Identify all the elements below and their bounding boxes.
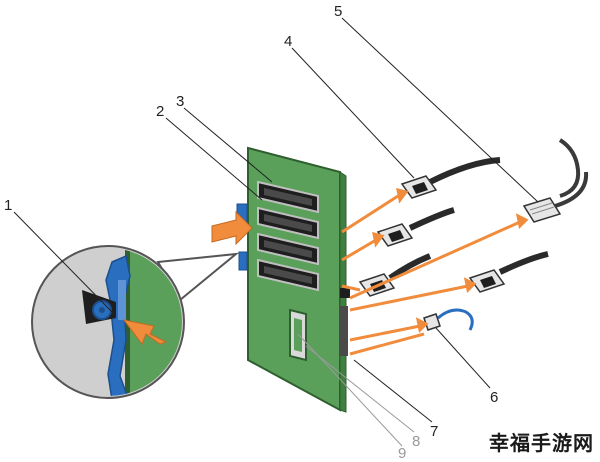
power-cable-5: [522, 138, 589, 223]
callout-8: 8: [412, 433, 420, 450]
callout-2: 2: [156, 103, 164, 120]
insertion-arrow: [211, 210, 253, 246]
callout-4: 4: [284, 33, 292, 50]
drive-connector-slots: [257, 180, 319, 292]
leader-lines-light: [297, 333, 415, 447]
callout-7: 7: [430, 423, 438, 440]
callout-3: 3: [176, 93, 184, 110]
sas-cable-4: [400, 157, 501, 199]
edge-connector-top: [340, 288, 350, 298]
watermark-text: 幸福手游网: [489, 431, 594, 455]
signal-cable-6: [423, 308, 474, 331]
backplane-cutout: [289, 308, 307, 362]
callout-9: 9: [398, 445, 406, 462]
callout-1: 1: [4, 197, 12, 214]
sas-cable-a: [376, 207, 455, 247]
release-tab-bottom: [238, 251, 248, 271]
drive-connector-4: [257, 258, 319, 292]
callout-5: 5: [334, 3, 342, 20]
drive-connector-1: [257, 180, 319, 214]
latch-detail-inset: [31, 245, 240, 399]
routing-arrows: [341, 187, 529, 356]
press-arrow: [122, 319, 168, 346]
edge-connector-bottom: [340, 306, 348, 356]
drive-connector-3: [257, 232, 319, 266]
leader-lines: [13, 17, 539, 423]
drive-connector-2: [257, 206, 319, 240]
sas-cable-c: [468, 251, 549, 293]
callout-6: 6: [490, 389, 498, 406]
